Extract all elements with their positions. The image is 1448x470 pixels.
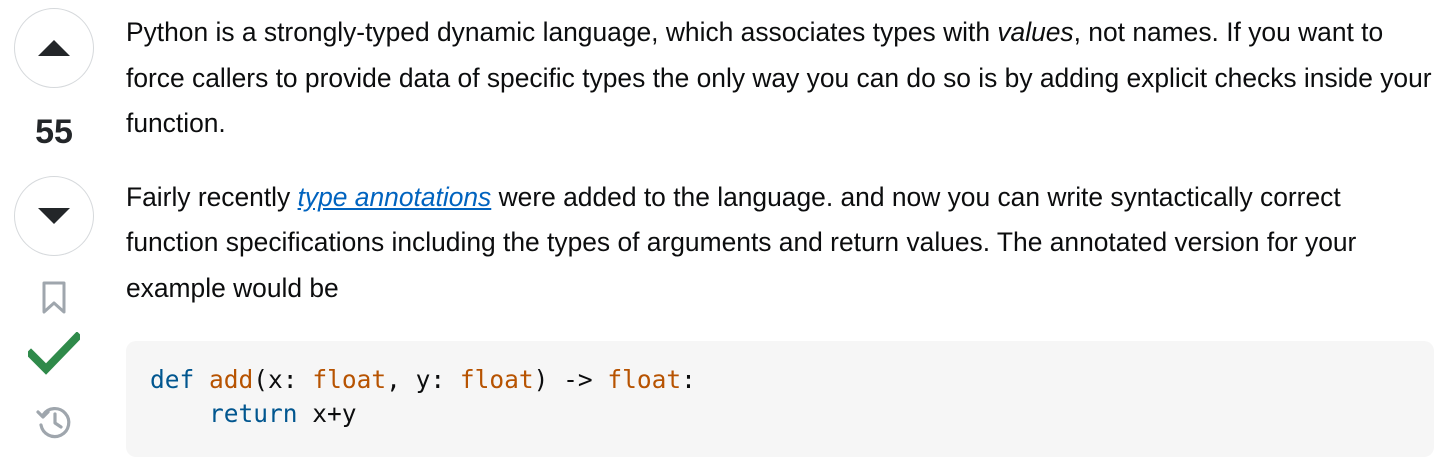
emphasis-text: values: [997, 17, 1074, 47]
vote-cell: 55: [10, 8, 98, 442]
type-annotations-link[interactable]: type annotations: [297, 181, 492, 212]
history-icon: [36, 407, 71, 439]
code-type: float: [459, 365, 534, 394]
code-type: float: [607, 365, 682, 394]
code-text: , y:: [386, 365, 460, 394]
accepted-answer-indicator: [28, 326, 80, 382]
triangle-up-icon: [38, 40, 70, 56]
code-text: :: [681, 365, 696, 394]
downvote-button[interactable]: [14, 176, 94, 256]
code-text: ) ->: [533, 365, 608, 394]
code-block: def add(x: float, y: float) -> float: re…: [126, 341, 1434, 457]
code-type: float: [312, 365, 387, 394]
code-keyword: def: [150, 365, 195, 394]
bookmark-icon: [42, 281, 66, 314]
paragraph-text: , not names. If you want to force caller…: [126, 17, 1432, 138]
answer-body: Python is a strongly-typed dynamic langu…: [126, 10, 1436, 457]
timeline-button[interactable]: [35, 402, 73, 442]
paragraph-text: Python is a strongly-typed dynamic langu…: [126, 17, 998, 47]
code-function-name: add: [209, 365, 254, 394]
vote-count: 55: [35, 113, 73, 151]
checkmark-icon: [28, 332, 80, 375]
code-indent: [150, 399, 209, 428]
triangle-down-icon: [38, 208, 70, 224]
code-keyword: return: [209, 399, 298, 428]
upvote-button[interactable]: [14, 8, 94, 88]
answer-paragraph: Fairly recently type annotations were ad…: [126, 175, 1436, 312]
code-text: (x:: [253, 365, 313, 394]
bookmark-button[interactable]: [41, 278, 67, 318]
answer-paragraph: Python is a strongly-typed dynamic langu…: [126, 10, 1436, 147]
paragraph-text: were added to the language. and now you …: [126, 181, 1357, 303]
paragraph-text: Fairly recently: [126, 181, 298, 212]
code-text: x+y: [297, 399, 357, 428]
